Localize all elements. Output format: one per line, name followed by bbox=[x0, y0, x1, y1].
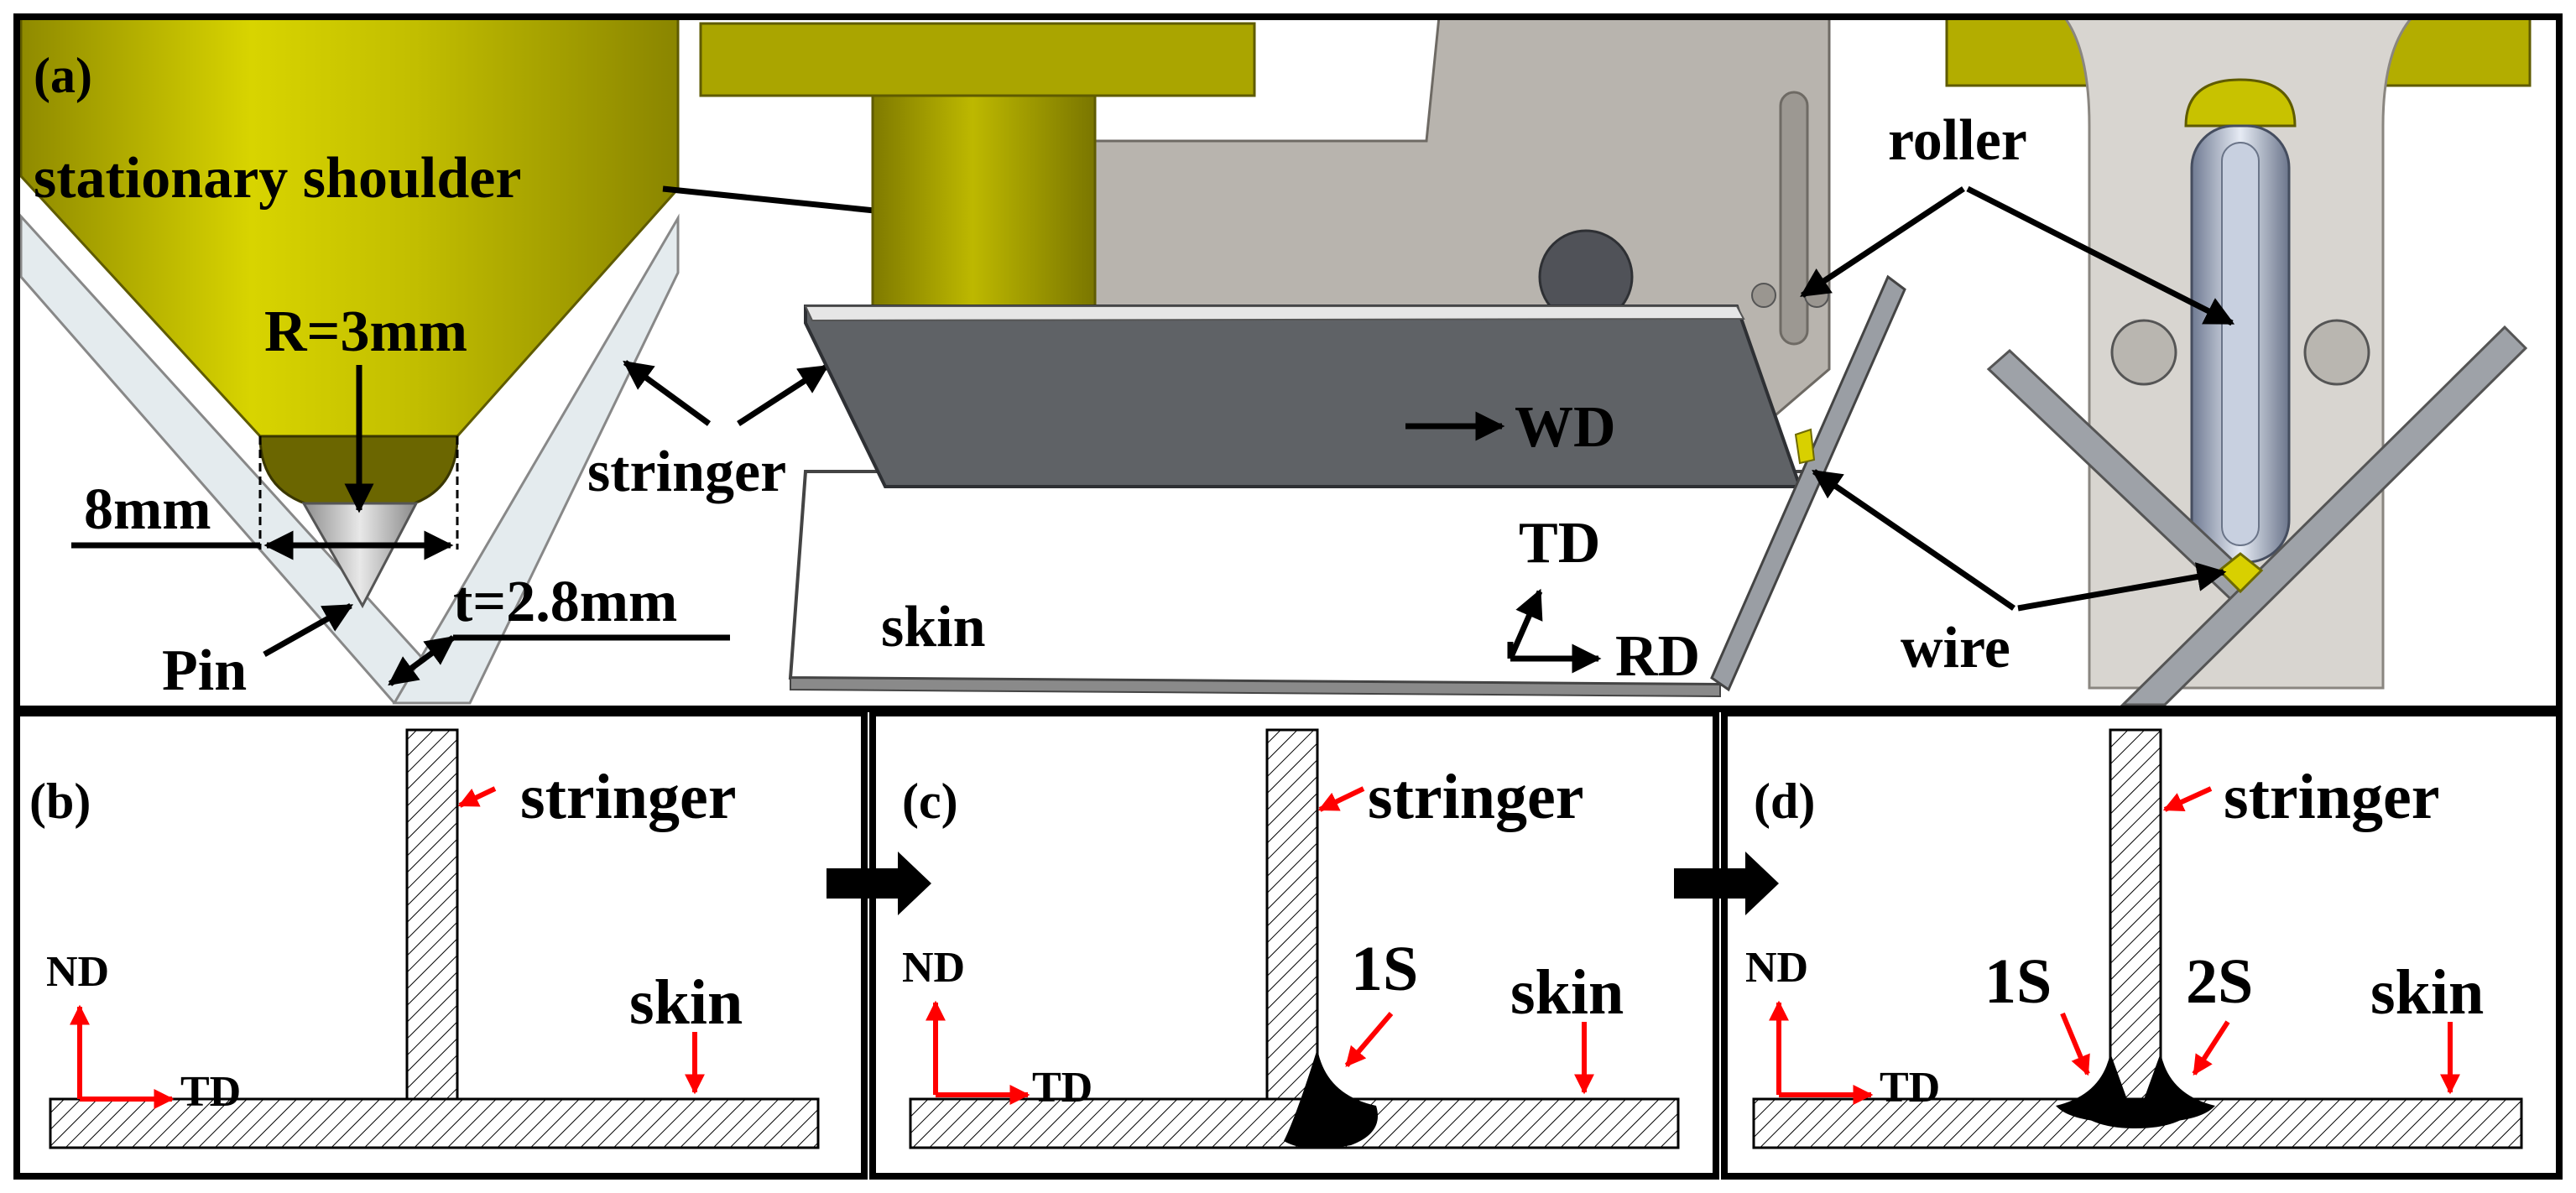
panel-c-weld-1s bbox=[1284, 1049, 1378, 1149]
panel-b-label-nd: ND bbox=[46, 948, 109, 996]
panel-b-skin bbox=[49, 1097, 820, 1149]
panel-c-label-nd: ND bbox=[902, 944, 965, 992]
fixture-slot bbox=[1779, 91, 1809, 346]
shoulder-inset bbox=[19, 15, 935, 705]
label-rd: RD bbox=[1615, 624, 1700, 689]
bracket-screw-left bbox=[2110, 319, 2177, 386]
panel-d-label-nd: ND bbox=[1745, 944, 1808, 992]
assembly-view bbox=[699, 15, 2015, 698]
bracket-screw-right bbox=[2303, 319, 2370, 386]
label-radius: R=3mm bbox=[264, 300, 467, 364]
panel-b-stringer bbox=[405, 728, 459, 1101]
panel-d-stringer-arrow bbox=[2162, 786, 2213, 812]
wire-arrow-2 bbox=[2017, 562, 2227, 612]
panel-c-label-1s: 1S bbox=[1351, 934, 1418, 1004]
stringer-plate bbox=[804, 305, 1802, 488]
label-td-a: TD bbox=[1519, 511, 1600, 576]
panel-c: (c) stringer 1S skin ND TD bbox=[902, 728, 1680, 1149]
panel-b-label-stringer: stringer bbox=[520, 762, 736, 832]
label-stationary-shoulder: stationary shoulder bbox=[34, 146, 521, 211]
td-axis bbox=[1507, 588, 1543, 660]
panel-c-stringer bbox=[1265, 728, 1319, 1101]
vertical-flange bbox=[1710, 274, 1906, 692]
pin-arrow bbox=[263, 602, 354, 658]
panel-b-label-td: TD bbox=[180, 1068, 241, 1116]
panel-d-weld-root bbox=[2073, 1098, 2198, 1128]
tool-shaft bbox=[871, 94, 1097, 312]
roller-arrow-1 bbox=[1800, 186, 1965, 298]
frame-panel-b bbox=[13, 710, 868, 1180]
panel-d: (d) stringer 1S 2S skin ND TD bbox=[1745, 728, 2523, 1149]
label-stringer-a: stringer bbox=[587, 440, 786, 504]
roller-cap bbox=[2184, 78, 2297, 128]
label-thickness: t=2.8mm bbox=[453, 570, 677, 634]
panel-d-2s-arrow bbox=[2192, 1020, 2230, 1076]
roller-stringer-right bbox=[2120, 325, 2528, 706]
fixture-screw-1 bbox=[1751, 283, 1776, 308]
panel-c-letter: (c) bbox=[902, 774, 958, 829]
frame-panel-d bbox=[1721, 710, 2563, 1180]
panel-c-label-stringer: stringer bbox=[1368, 762, 1583, 832]
skin-edge bbox=[790, 676, 1721, 698]
panel-c-1s-arrow bbox=[1344, 1012, 1394, 1067]
panel-b-letter: (b) bbox=[29, 774, 91, 829]
panel-d-label-td: TD bbox=[1880, 1064, 1940, 1112]
panel-b-stringer-arrow bbox=[457, 786, 497, 808]
panel-b-label-skin: skin bbox=[629, 967, 743, 1038]
stringer-arrow-left bbox=[623, 360, 712, 426]
label-pin: Pin bbox=[162, 638, 247, 703]
tool-head bbox=[699, 22, 1256, 97]
label-roller: roller bbox=[1888, 108, 2027, 173]
panel-d-stringer bbox=[2109, 728, 2162, 1101]
panel-c-stringer-arrow bbox=[1317, 786, 1365, 812]
label-skin-a: skin bbox=[881, 595, 986, 659]
panel-d-label-1s: 1S bbox=[1984, 946, 2052, 1017]
wire-arrow-1 bbox=[1812, 469, 2015, 611]
stringer-arrow-right bbox=[737, 364, 829, 426]
thickness-arrow bbox=[388, 635, 456, 686]
panel-a: (a) stationary shoulder R=3mm 8mm Pin t=… bbox=[19, 15, 2532, 706]
label-wire: wire bbox=[1901, 616, 2010, 680]
panel-c-label-skin: skin bbox=[1510, 957, 1624, 1028]
wire-block bbox=[1794, 428, 1816, 465]
panel-d-label-2s: 2S bbox=[2186, 946, 2253, 1017]
panel-d-label-stringer: stringer bbox=[2224, 762, 2439, 832]
arrow-b-to-c bbox=[827, 852, 931, 915]
roller-inset bbox=[1945, 15, 2532, 706]
panel-d-letter: (d) bbox=[1754, 774, 1815, 829]
stringer-band-right bbox=[392, 213, 680, 705]
roller-arrow-2 bbox=[1966, 185, 2235, 326]
panel-b: (b) stringer skin ND TD bbox=[29, 728, 820, 1149]
panel-a-letter: (a) bbox=[34, 48, 92, 103]
label-width: 8mm bbox=[84, 477, 211, 542]
panel-d-1s-arrow bbox=[2060, 1012, 2090, 1076]
panel-d-label-skin: skin bbox=[2370, 957, 2484, 1028]
frame-panel-c bbox=[869, 710, 1719, 1180]
label-wd: WD bbox=[1515, 395, 1616, 460]
roller-bracket-cap-right bbox=[2377, 15, 2532, 87]
stringer-top-edge bbox=[804, 305, 1745, 322]
frame-panel-a bbox=[13, 13, 2563, 712]
roller-groove bbox=[2221, 142, 2260, 546]
panel-frames bbox=[13, 13, 2563, 1180]
panel-c-label-td: TD bbox=[1032, 1064, 1092, 1112]
